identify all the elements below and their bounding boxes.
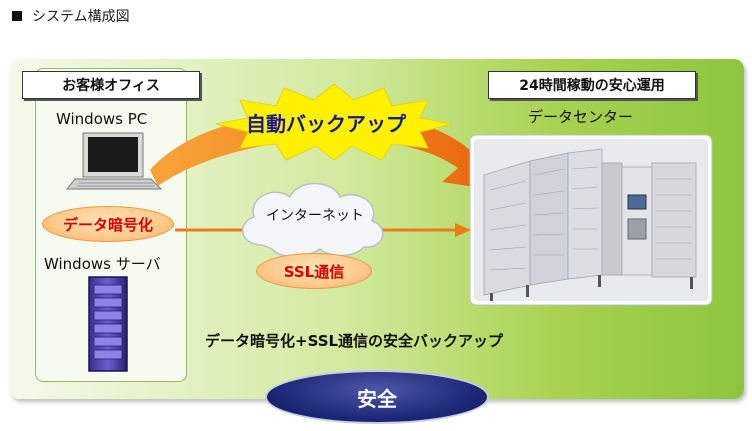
windows-server-label: Windows サーバ: [44, 255, 161, 273]
datacenter-label: データセンター: [528, 108, 634, 126]
ssl-oval: SSL通信: [256, 253, 372, 289]
bullet-square-icon: [12, 11, 22, 21]
internet-label: インターネット: [266, 208, 364, 224]
windows-pc-label: Windows PC: [56, 110, 148, 128]
server-icon: [88, 276, 128, 372]
heading-text: システム構成図: [32, 9, 130, 25]
datacenter-racks-image: [469, 134, 713, 306]
backup-banner-burst: [215, 83, 453, 161]
office-title: お客様オフィス: [22, 71, 200, 99]
summary-text: データ暗号化+SSL通信の安全バックアップ: [205, 332, 504, 350]
encryption-oval: データ暗号化: [42, 206, 174, 242]
backup-banner-text: 自動バックアップ: [246, 112, 406, 136]
laptop-icon: [65, 132, 163, 190]
safe-badge: 安全: [265, 370, 489, 424]
page-heading: システム構成図: [12, 6, 130, 26]
datacenter-title: 24時間稼動の安心運用: [488, 71, 696, 99]
